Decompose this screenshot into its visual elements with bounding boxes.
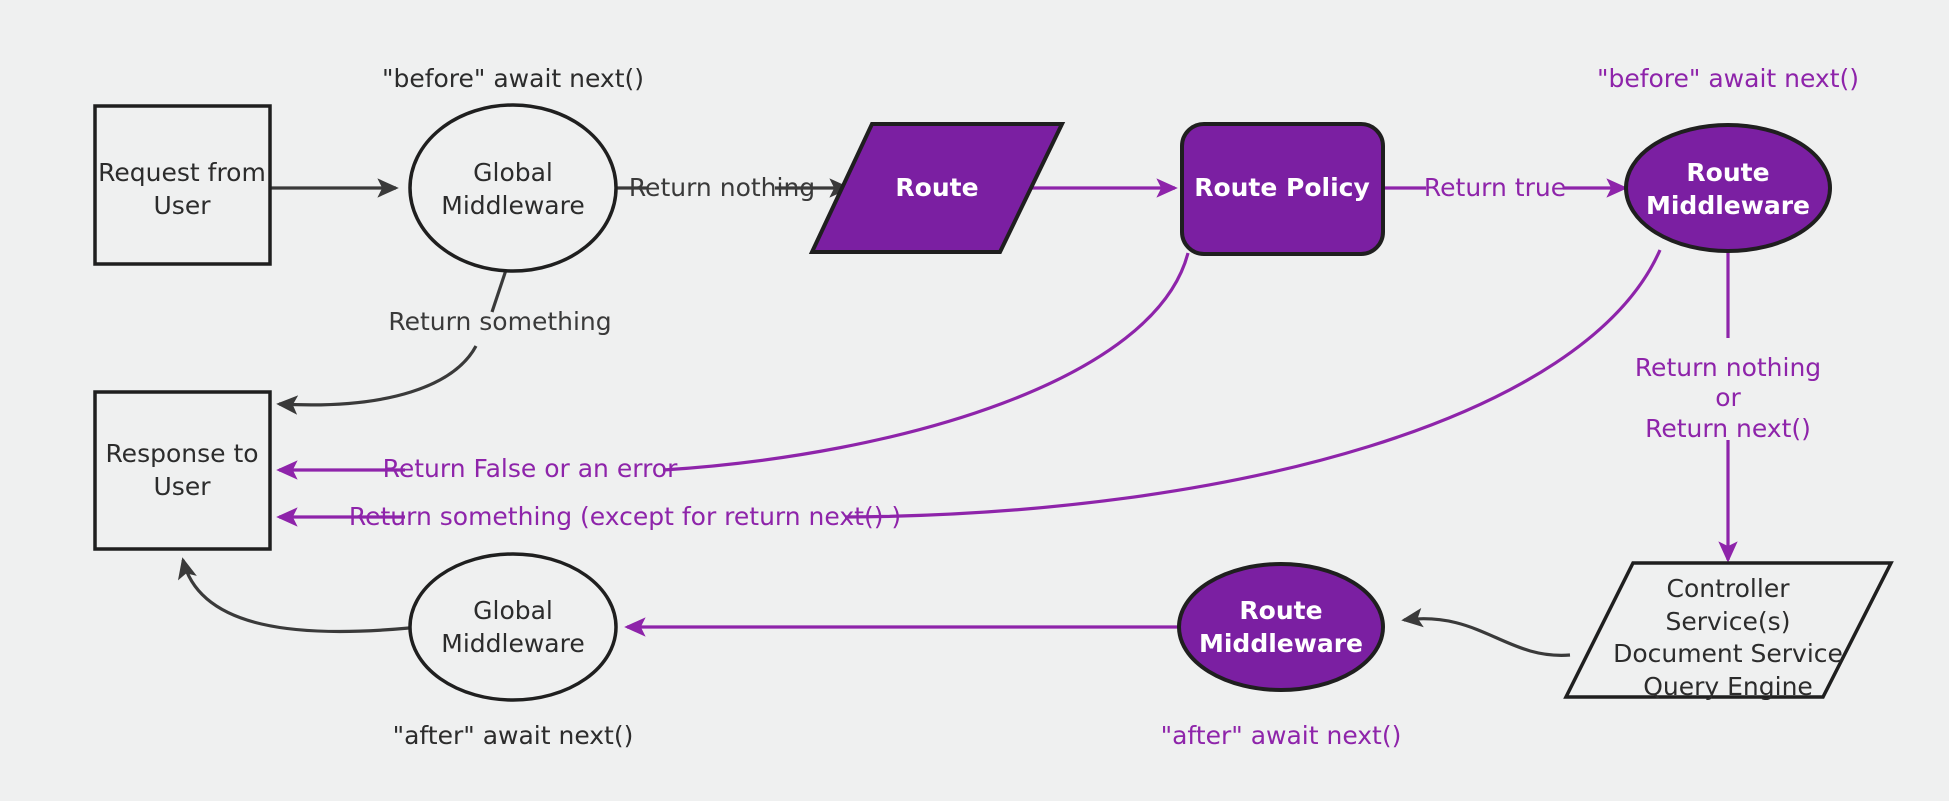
node-global-middleware-top[interactable]: Global Middleware xyxy=(408,103,618,273)
annotation-after-await-next-global: "after" await next() xyxy=(393,721,634,750)
node-route[interactable]: Route xyxy=(808,122,1066,254)
annotation-before-await-next-global: "before" await next() xyxy=(382,64,644,93)
node-route-middleware-bottom-label-line2: Middleware xyxy=(1199,629,1363,658)
node-controller-label-line2: Service(s) xyxy=(1666,607,1791,636)
edge-route-policy-to-response: Return False or an error xyxy=(276,252,1190,483)
edge-global-middleware-to-response: Return something xyxy=(276,257,612,415)
node-controller-label-line4: Query Engine xyxy=(1643,672,1813,701)
node-response-label-line2: User xyxy=(154,472,212,501)
edge-route-middleware-to-response: Return something (except for return next… xyxy=(276,249,1662,531)
edge-label-return-nothing: Return nothing xyxy=(629,173,815,202)
node-route-middleware-top[interactable]: Route Middleware xyxy=(1624,123,1832,253)
node-global-middleware-bottom[interactable]: Global Middleware xyxy=(408,552,618,702)
edge-controller-to-route-middleware-bottom xyxy=(1401,607,1571,657)
edge-route-policy-to-route-middleware: Return true xyxy=(1383,173,1628,202)
node-route-middleware-top-label-line2: Middleware xyxy=(1646,191,1810,220)
node-request-from-user[interactable]: Request from User xyxy=(93,104,272,266)
edge-label-return-true: Return true xyxy=(1424,173,1566,202)
edge-label-return-false-or-error: Return False or an error xyxy=(383,454,678,483)
edge-route-middleware-to-controller: Return nothing or Return next() xyxy=(1635,250,1821,563)
annotation-after-await-next-route-middleware: "after" await next() xyxy=(1161,721,1402,750)
edge-global-middleware-bottom-to-response xyxy=(177,557,410,634)
node-global-middleware-top-label-line1: Global xyxy=(473,158,553,187)
node-route-middleware-bottom-label-line1: Route xyxy=(1239,596,1322,625)
annotation-before-await-next-route-middleware: "before" await next() xyxy=(1597,64,1859,93)
node-controller-label-line1: Controller xyxy=(1667,574,1791,603)
node-controller-services[interactable]: Controller Service(s) Document Service Q… xyxy=(1563,561,1894,701)
node-controller-label-line3: Document Service xyxy=(1613,639,1843,668)
node-response-to-user[interactable]: Response to User xyxy=(93,390,272,551)
node-request-label-line2: User xyxy=(154,191,212,220)
edge-label-return-nothing-line2: or xyxy=(1715,383,1741,412)
node-request-label-line1: Request from xyxy=(98,158,266,187)
node-global-middleware-bottom-label-line2: Middleware xyxy=(441,629,584,658)
node-route-middleware-top-label-line1: Route xyxy=(1686,158,1769,187)
edge-label-return-something: Return something xyxy=(388,307,611,336)
node-route-policy[interactable]: Route Policy xyxy=(1180,122,1385,256)
edge-global-middleware-to-route: Return nothing xyxy=(615,173,851,202)
edge-label-return-nothing-line1: Return nothing xyxy=(1635,353,1821,382)
edge-label-return-nothing-line3: Return next() xyxy=(1645,414,1811,443)
node-global-middleware-bottom-label-line1: Global xyxy=(473,596,553,625)
node-route-label: Route xyxy=(895,173,978,202)
node-route-middleware-bottom[interactable]: Route Middleware xyxy=(1177,562,1385,692)
node-global-middleware-top-label-line2: Middleware xyxy=(441,191,584,220)
node-route-policy-label: Route Policy xyxy=(1194,173,1370,202)
edge-label-return-something-except-next: Return something (except for return next… xyxy=(349,502,901,531)
node-response-label-line1: Response to xyxy=(105,439,258,468)
